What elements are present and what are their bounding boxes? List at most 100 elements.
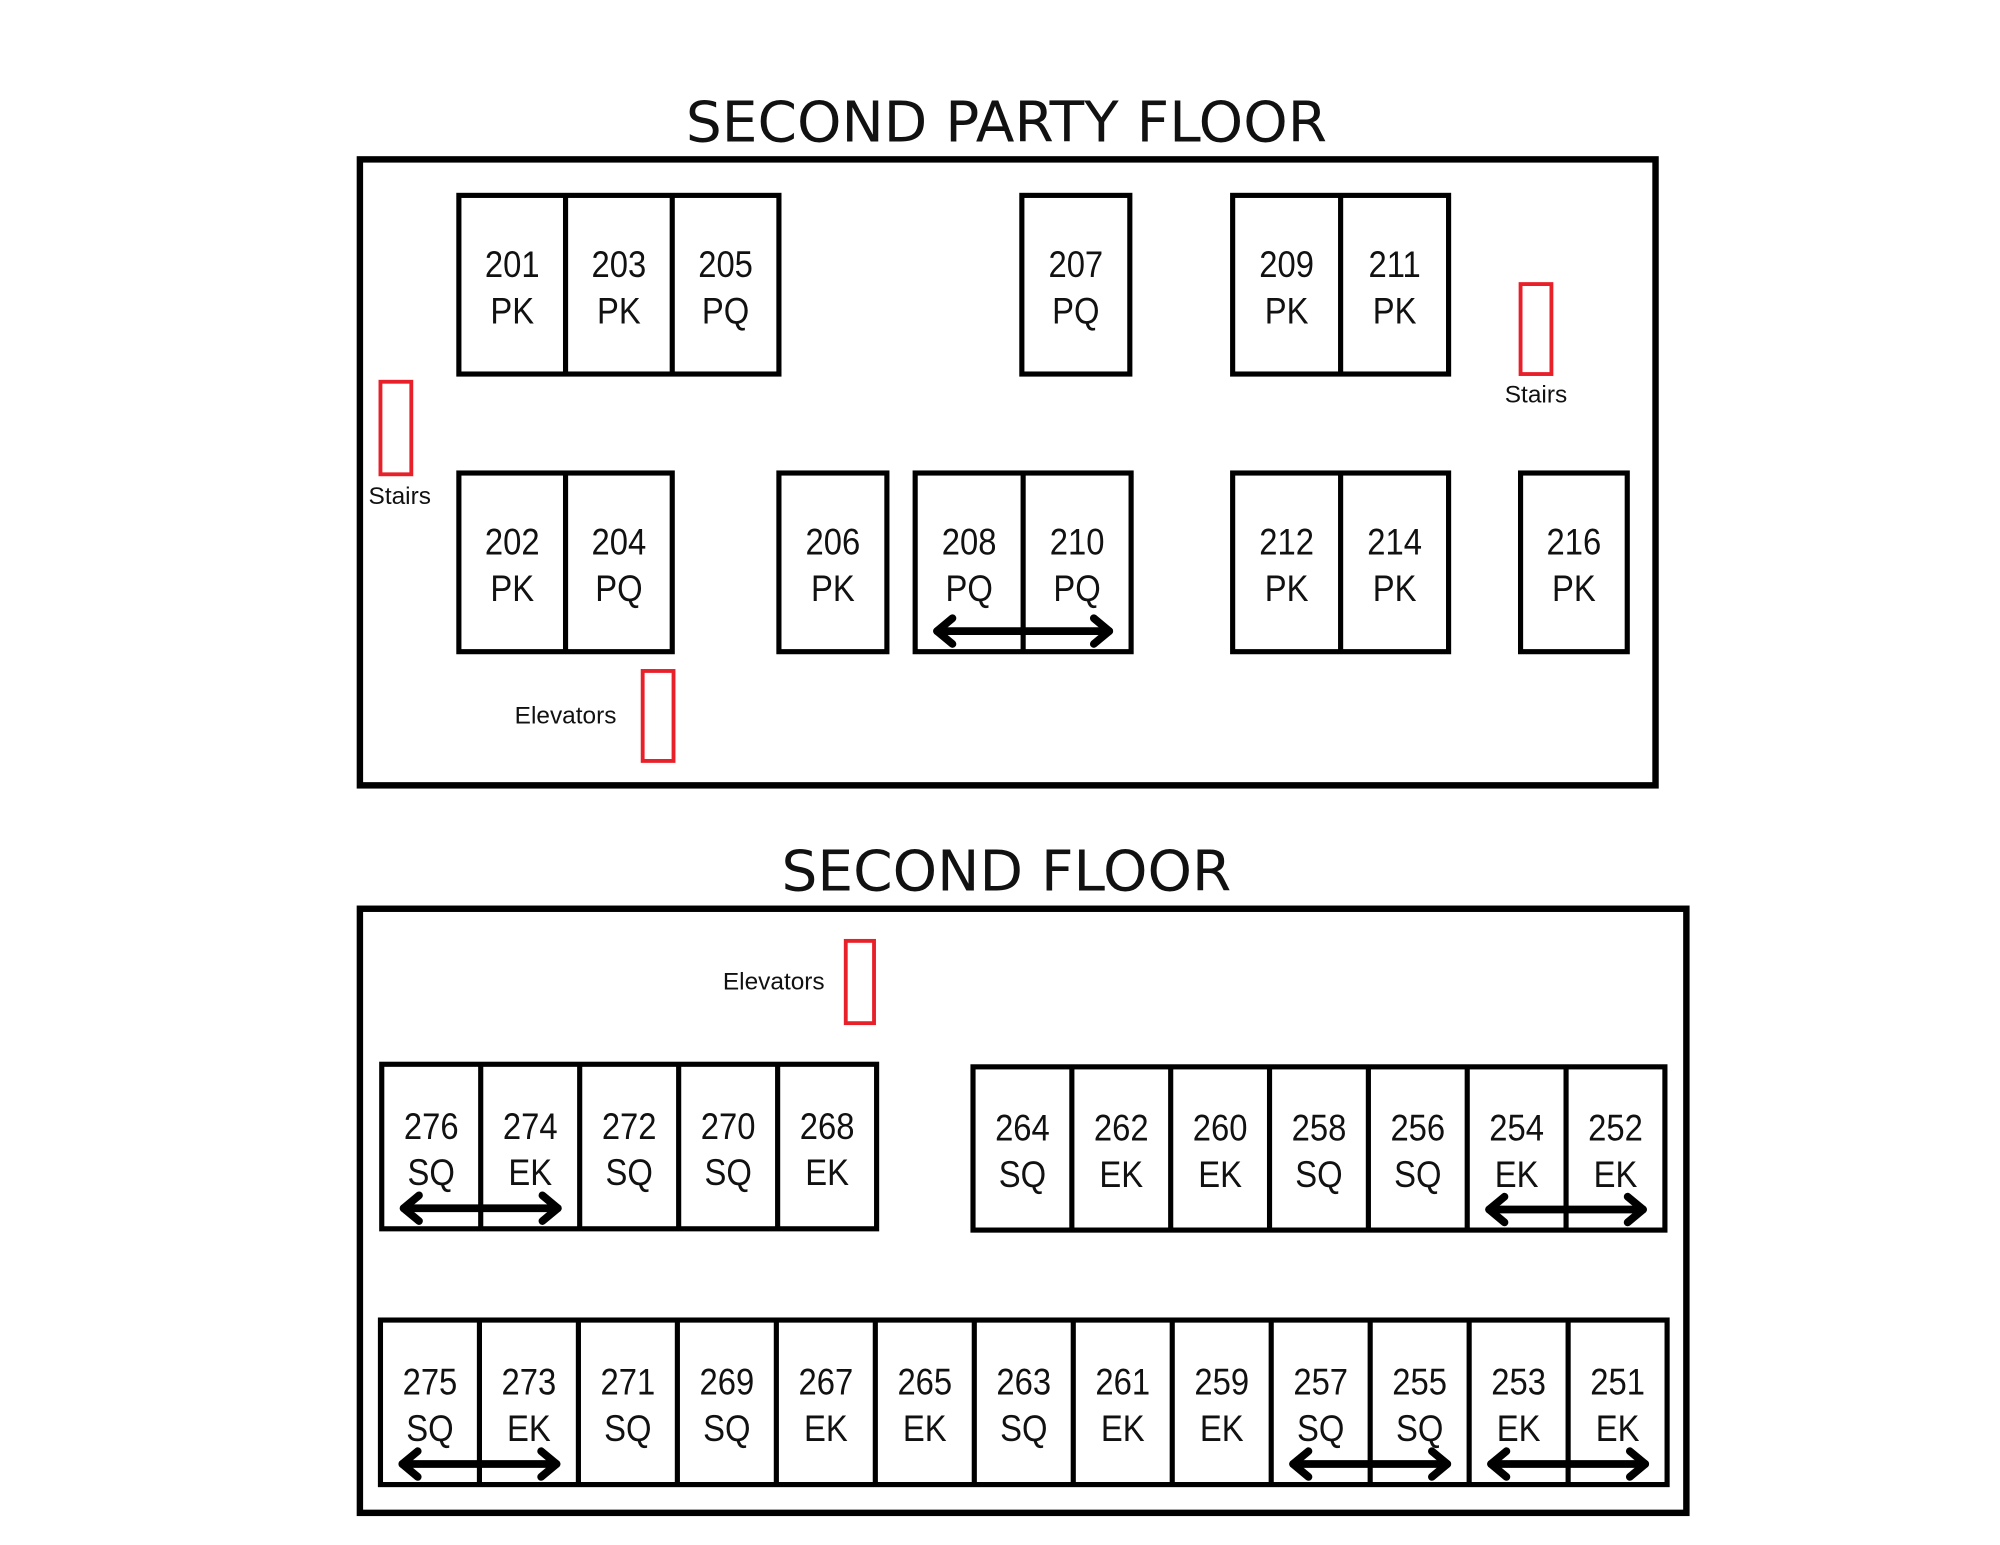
room-number: 208 [942, 522, 997, 563]
room-type: EK [804, 1408, 848, 1449]
room-type: PK [1265, 568, 1309, 609]
room-group-outline [1019, 192, 1133, 377]
room-number: 262 [1094, 1108, 1149, 1149]
room-number: 216 [1547, 522, 1602, 563]
room-type: EK [508, 1152, 552, 1193]
room-number: 214 [1367, 522, 1422, 563]
room-number: 257 [1293, 1362, 1348, 1403]
room-type: PK [490, 290, 534, 331]
room-type: EK [1101, 1408, 1145, 1449]
party-elevators-label: Elevators [515, 703, 617, 730]
room-number: 274 [503, 1106, 558, 1147]
room-number: 269 [700, 1362, 755, 1403]
room-type: PK [1373, 568, 1417, 609]
room-number: 211 [1368, 244, 1420, 285]
room-type: PQ [945, 568, 992, 609]
connecting-door-arrow-icon [1487, 1447, 1650, 1481]
room-type: PK [1265, 290, 1309, 331]
connecting-door-arrow-icon [933, 614, 1114, 648]
room-group-outline [379, 1061, 880, 1232]
room-type: EK [805, 1152, 849, 1193]
room-group-outline [970, 1064, 1668, 1233]
room-type: EK [1594, 1154, 1638, 1195]
room-number: 203 [592, 244, 647, 285]
room-type: EK [1495, 1154, 1539, 1195]
connecting-door-arrow-icon [398, 1447, 561, 1481]
room-type: PK [597, 290, 641, 331]
room-type: PQ [702, 290, 749, 331]
room-type: SQ [408, 1152, 455, 1193]
room-number: 267 [798, 1362, 853, 1403]
room-number: 212 [1259, 522, 1314, 563]
room-number: 209 [1259, 244, 1314, 285]
second-elevators-label: Elevators [723, 969, 825, 996]
room-type: SQ [999, 1154, 1046, 1195]
room-group-outline [1517, 470, 1630, 655]
rooms-layer: 201PK203PK205PQ207PQ209PK211PK202PK204PQ… [377, 192, 1670, 1488]
room-number: 273 [502, 1362, 557, 1403]
room-number: 210 [1050, 522, 1105, 563]
room-number: 252 [1588, 1108, 1643, 1149]
room-type: SQ [1394, 1154, 1441, 1195]
connecting-door-arrow-icon [1289, 1447, 1452, 1481]
second-floor-room-group: 275SQ273EK271SQ269SQ267EK265EK263SQ261EK… [377, 1317, 1670, 1488]
room-number: 275 [403, 1362, 458, 1403]
room-type: EK [903, 1408, 947, 1449]
room-number: 260 [1193, 1108, 1248, 1149]
room-number: 251 [1590, 1362, 1645, 1403]
room-number: 255 [1392, 1362, 1447, 1403]
room-type: SQ [604, 1408, 651, 1449]
room-type: SQ [1396, 1408, 1443, 1449]
room-type: EK [1497, 1408, 1541, 1449]
connecting-door-arrow-icon [399, 1191, 562, 1225]
room-number: 259 [1194, 1362, 1249, 1403]
room-type: SQ [406, 1408, 453, 1449]
room-type: SQ [1000, 1408, 1047, 1449]
